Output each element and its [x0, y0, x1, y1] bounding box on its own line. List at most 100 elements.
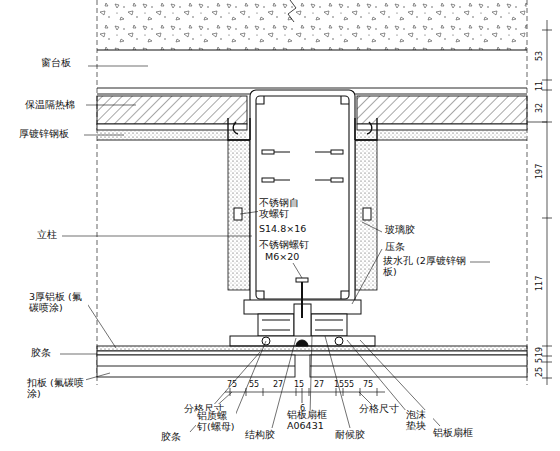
concrete-slab — [97, 0, 527, 50]
leader-lines-part — [84, 135, 124, 136]
angle-brackets-part — [355, 118, 377, 140]
part-label: 结构胶 — [244, 430, 276, 441]
leader-lines — [60, 66, 490, 432]
leader-lines-part — [60, 354, 97, 355]
part-label: 拔水孔 (2厚镀锌钢板) — [382, 256, 468, 278]
window-sill-board-part — [97, 88, 527, 89]
self-tapping-screws-part — [363, 208, 371, 220]
foam-fill-part — [228, 140, 250, 290]
dimension-value: 117 — [535, 275, 544, 292]
self-tapping-screws-part — [315, 180, 331, 181]
dimension-value: 27 — [313, 380, 325, 389]
sash-profiles-part — [335, 337, 343, 345]
insulation-part — [357, 96, 527, 124]
angle-brackets-part — [228, 118, 250, 140]
leader-lines-part — [352, 249, 382, 304]
leader-lines-part — [310, 336, 312, 416]
foam-fill-part — [355, 140, 377, 290]
sash-profiles-part — [258, 314, 294, 336]
dimension-value: 75 — [226, 380, 238, 389]
dimension-value: 75 — [362, 380, 374, 389]
part-label: 窗台板 — [40, 58, 72, 69]
leader-lines-part — [362, 222, 382, 232]
self-tapping-screws-part — [331, 178, 343, 182]
galvanized-steel-plate-part — [97, 124, 247, 130]
dimension-lines-part — [225, 392, 385, 393]
screw-size: M6×20 — [264, 252, 300, 263]
screw-label: 不锈钢自 攻螺钉 — [258, 198, 300, 220]
self-tapping-screws-part — [331, 150, 343, 154]
part-label: 扣板 (氟碳喷涂) — [26, 378, 86, 400]
sash-profiles-part — [230, 336, 375, 346]
dimension-value: 19 — [535, 346, 544, 358]
leader-lines-part — [470, 262, 490, 263]
concrete-slab-part — [97, 50, 527, 51]
dimension-lines-part — [230, 388, 377, 396]
part-label: 泡沫 垫块 — [405, 410, 433, 432]
dimension-value: 6 — [299, 404, 306, 413]
insulation-part — [97, 96, 247, 124]
part-label: 铝板扇框 A06431 — [286, 410, 334, 432]
screw-size: S14.8×16 — [258, 224, 307, 235]
part-label: 保温隔热棉 — [24, 100, 76, 111]
dimension-value: 15 — [333, 380, 345, 389]
angle-brackets — [228, 118, 377, 140]
dimension-value: 53 — [535, 50, 544, 62]
part-label: 压条 — [384, 242, 406, 253]
dimension-value: 15 — [293, 380, 305, 389]
dimension-value: 5 — [535, 357, 544, 364]
frame-dashed-lines-part — [97, 0, 98, 385]
self-tapping-screws — [234, 150, 371, 220]
screw-label: 不锈钢螺钉 — [258, 240, 310, 251]
frame-dashed-lines-part — [527, 0, 528, 385]
aluminium-panel-part — [310, 366, 527, 367]
dimension-value: 25 — [535, 366, 544, 378]
self-tapping-screws-part — [274, 180, 290, 181]
self-tapping-screws-part — [262, 150, 274, 154]
dimension-lines-part — [527, 122, 547, 123]
sash-profiles-part — [262, 320, 343, 330]
part-label: 耐候胶 — [334, 430, 366, 441]
part-label: 立柱 — [36, 230, 58, 241]
part-label: 胶条 — [30, 348, 52, 359]
part-label: 铝板扇框 — [432, 428, 474, 439]
dimension-note: 分格尺寸 — [358, 404, 400, 415]
angle-brackets-part — [233, 122, 238, 134]
mullion-part — [256, 96, 349, 299]
part-label: 胶条 — [160, 432, 182, 443]
dimension-value: 11 — [535, 80, 544, 92]
self-tapping-screws-part — [274, 152, 290, 153]
concrete-slab-part — [97, 0, 527, 50]
dimension-lines — [225, 20, 552, 403]
dimension-value: 197 — [535, 163, 544, 180]
aluminium-panel-part — [97, 351, 527, 355]
aluminium-panel-part — [310, 355, 527, 377]
part-label: 玻璃胶 — [384, 225, 416, 236]
dimension-value: 55 — [343, 380, 355, 389]
aluminium-panel-part — [97, 366, 295, 367]
dimension-value: 32 — [535, 102, 544, 114]
aluminium-panel-part — [97, 355, 295, 377]
leader-lines-part — [86, 105, 136, 106]
mullion — [250, 90, 355, 305]
galvanized-steel-plate-part — [357, 124, 527, 130]
galvanized-steel-plate-part — [357, 130, 527, 140]
self-tapping-screws-part — [262, 178, 274, 182]
self-tapping-screws-part — [315, 152, 331, 153]
mullion-part — [256, 96, 349, 299]
part-label: 厚镀锌钢板 — [18, 129, 70, 140]
aluminium-panel — [97, 346, 527, 377]
sash-profiles-part — [296, 278, 308, 282]
concrete-slab-part — [288, 0, 296, 22]
dimension-lines-part — [302, 396, 303, 403]
leader-lines-part — [190, 352, 260, 432]
dimension-value: 55 — [248, 380, 260, 389]
sash-profiles-part — [296, 340, 308, 346]
angle-brackets-part — [367, 122, 372, 134]
part-label: 铝质螺 钉(螺母) — [196, 411, 236, 433]
part-label: 3厚铝板 (氟碳喷涂) — [28, 292, 88, 314]
frame-dashed-lines — [97, 0, 527, 385]
leader-lines-part — [347, 340, 412, 418]
leader-lines-part — [62, 236, 252, 237]
